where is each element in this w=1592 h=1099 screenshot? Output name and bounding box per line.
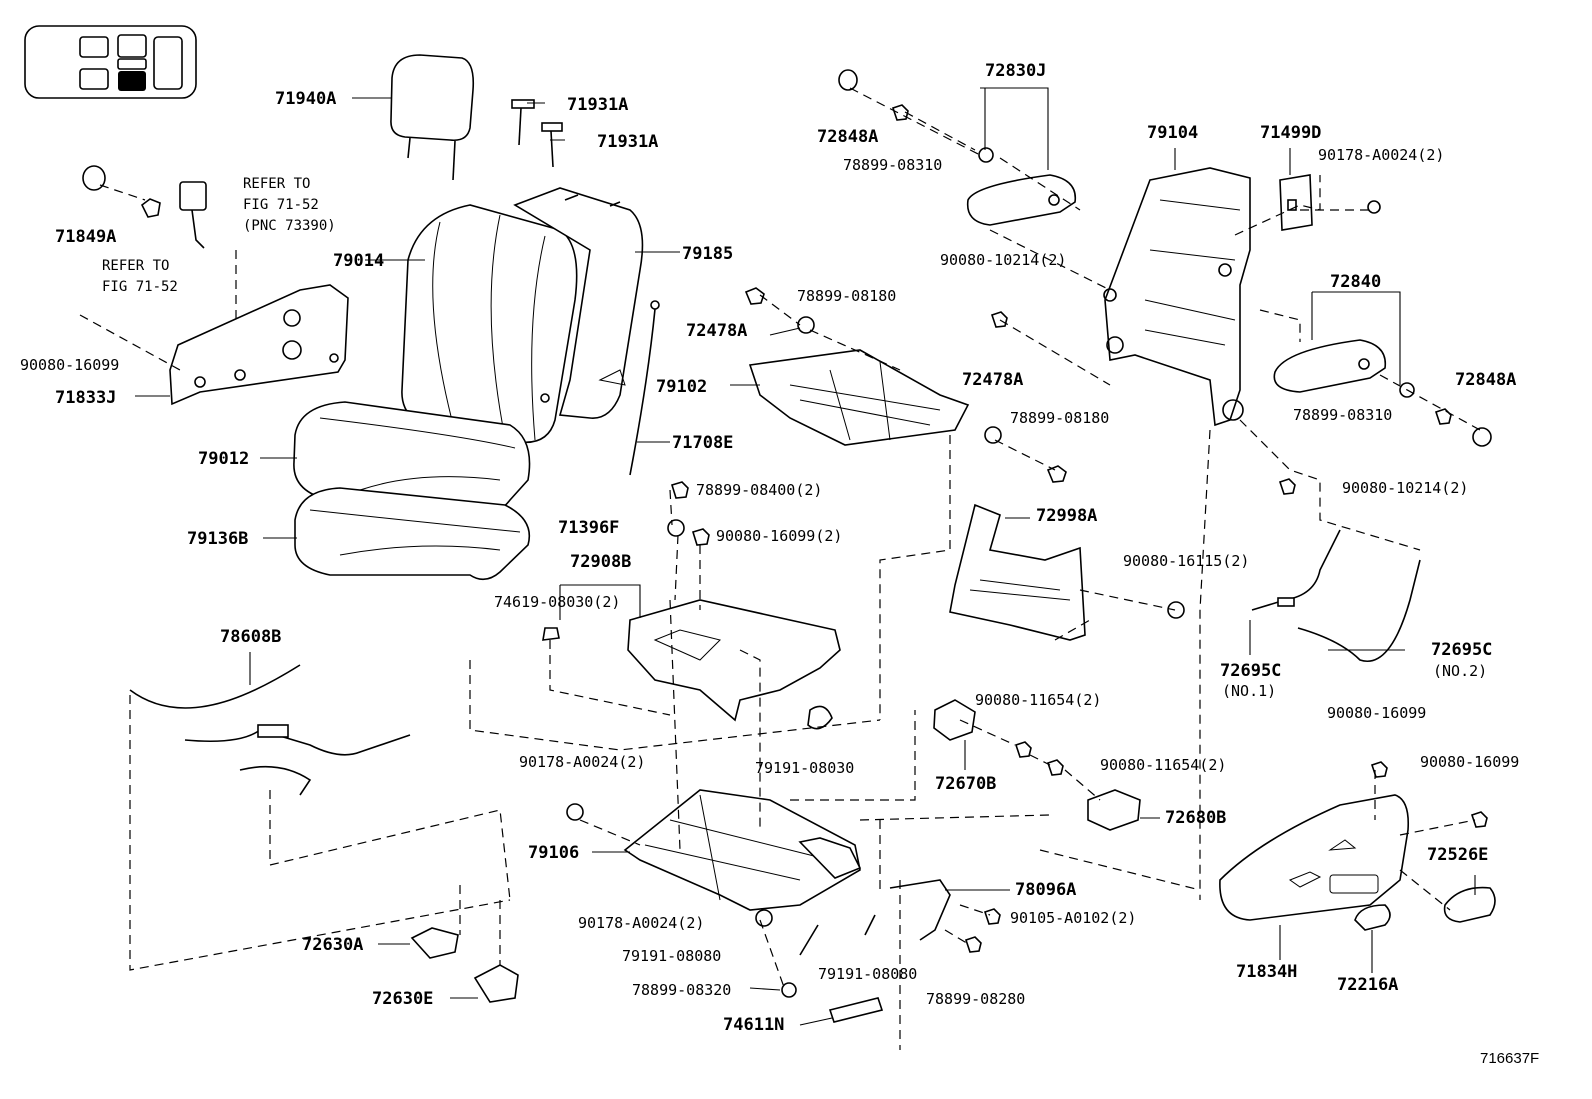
cushion-frame-drawing bbox=[748, 349, 970, 446]
part-label: 72848A bbox=[1455, 370, 1516, 390]
note-text: FIG 71-52 bbox=[243, 197, 319, 213]
rod-drawing bbox=[629, 300, 660, 476]
part-label: 90080-16099(2) bbox=[716, 527, 842, 545]
part-label: 71833J bbox=[55, 388, 116, 408]
part-label: 72695C bbox=[1431, 640, 1492, 660]
part-label: 71931A bbox=[597, 132, 658, 152]
headrest-support-drawing bbox=[511, 99, 563, 168]
part-label: 90178-A0024(2) bbox=[578, 914, 704, 932]
part-label: 71396F bbox=[558, 518, 619, 538]
bracket-drawing bbox=[1279, 174, 1381, 231]
cap-drawing bbox=[82, 165, 161, 218]
part-label: 72216A bbox=[1337, 975, 1398, 995]
part-label: 90178-A0024(2) bbox=[1318, 146, 1444, 164]
part-label: 71499D bbox=[1260, 123, 1321, 143]
armrest-drawing bbox=[990, 311, 1492, 495]
bracket-drawing bbox=[410, 927, 519, 1003]
part-label: 78899-08180 bbox=[797, 287, 896, 305]
knob-drawing bbox=[1354, 761, 1496, 931]
part-label: 72670B bbox=[935, 774, 996, 794]
leader-lines bbox=[135, 87, 1476, 1026]
seatback-cover-drawing bbox=[401, 204, 578, 444]
part-label: 79104 bbox=[1147, 123, 1198, 143]
part-label: 72680B bbox=[1165, 808, 1226, 828]
seat-cushion-cover-drawing bbox=[293, 401, 531, 517]
part-label: 90080-11654(2) bbox=[1100, 756, 1226, 774]
part-label: 72840 bbox=[1330, 272, 1381, 292]
part-label: 71940A bbox=[275, 89, 336, 109]
spring-drawing bbox=[799, 705, 876, 956]
part-label: 71849A bbox=[55, 227, 116, 247]
part-label: 74611N bbox=[723, 1015, 784, 1035]
part-label: 90080-16099 bbox=[20, 356, 119, 374]
part-label: 90080-16099 bbox=[1327, 704, 1426, 722]
part-label: 79014 bbox=[333, 251, 384, 271]
seatback-frame-drawing bbox=[1103, 167, 1251, 427]
part-label: 90178-A0024(2) bbox=[519, 753, 645, 771]
part-label: 78899-08180 bbox=[1010, 409, 1109, 427]
part-label: 78608B bbox=[220, 627, 281, 647]
side-shield-drawing bbox=[169, 284, 349, 406]
part-label: 90080-10214(2) bbox=[1342, 479, 1468, 497]
part-label: 71931A bbox=[567, 95, 628, 115]
seat-locator-icon bbox=[24, 25, 197, 99]
seat-adjuster-drawing bbox=[566, 789, 862, 927]
part-label: (NO.2) bbox=[1433, 662, 1487, 680]
figure-id: 716637F bbox=[1480, 1050, 1539, 1067]
part-label: 79191-08080 bbox=[818, 965, 917, 983]
cable-drawing bbox=[129, 664, 411, 796]
part-label: 72908B bbox=[570, 552, 631, 572]
seat-cushion-pad-drawing bbox=[294, 487, 530, 581]
part-label: 74619-08030(2) bbox=[494, 593, 620, 611]
part-label: 79136B bbox=[187, 529, 248, 549]
part-label: 90080-16115(2) bbox=[1123, 552, 1249, 570]
part-label: 72526E bbox=[1427, 845, 1488, 865]
part-label: 79102 bbox=[656, 377, 707, 397]
part-label: 90105-A0102(2) bbox=[1010, 909, 1136, 927]
part-label: 72630A bbox=[302, 935, 363, 955]
part-label: 79191-08030 bbox=[755, 759, 854, 777]
headrest-drawing bbox=[390, 54, 475, 181]
part-label: 78899-08280 bbox=[926, 990, 1025, 1008]
bracket-drawing bbox=[933, 699, 1141, 831]
part-label: 79191-08080 bbox=[622, 947, 721, 965]
part-label: 71834H bbox=[1236, 962, 1297, 982]
seatback-pad-drawing bbox=[513, 187, 644, 419]
side-shield-drawing bbox=[1219, 794, 1410, 921]
seat-frame-lower-drawing bbox=[627, 599, 841, 722]
bolt-drawing bbox=[1167, 601, 1185, 619]
part-label: 78899-08310 bbox=[843, 156, 942, 174]
part-label: 79012 bbox=[198, 449, 249, 469]
part-label: 72695C bbox=[1220, 661, 1281, 681]
note-text: FIG 71-52 bbox=[102, 279, 178, 295]
note-text: REFER TO bbox=[102, 258, 169, 274]
part-label: 78899-08320 bbox=[632, 981, 731, 999]
seat-belt-buckle-drawing bbox=[179, 181, 207, 249]
note-text: REFER TO bbox=[243, 176, 310, 192]
part-label: 90080-11654(2) bbox=[975, 691, 1101, 709]
part-label: 72630E bbox=[372, 989, 433, 1009]
seat-cover-panel-drawing bbox=[949, 503, 1086, 641]
part-label: 71708E bbox=[672, 433, 733, 453]
part-label: 72478A bbox=[686, 321, 747, 341]
part-label: 79106 bbox=[528, 843, 579, 863]
lever-drawing bbox=[889, 879, 1001, 953]
note-text: (PNC 73390) bbox=[243, 218, 336, 234]
part-label: 78899-08400(2) bbox=[696, 481, 822, 499]
part-label: 79185 bbox=[682, 244, 733, 264]
part-label: 72848A bbox=[817, 127, 878, 147]
part-label: (NO.1) bbox=[1222, 682, 1276, 700]
part-label: 90080-10214(2) bbox=[940, 251, 1066, 269]
cable-drawing bbox=[1251, 529, 1421, 662]
bar-drawing bbox=[781, 982, 884, 1023]
armrest-drawing bbox=[838, 69, 1077, 226]
part-label: 72998A bbox=[1036, 506, 1097, 526]
part-label: 78096A bbox=[1015, 880, 1076, 900]
assembly-lines bbox=[79, 87, 1481, 1050]
part-label: 72478A bbox=[962, 370, 1023, 390]
part-label: 72830J bbox=[985, 61, 1046, 81]
part-label: 90080-16099 bbox=[1420, 753, 1519, 771]
part-label: 78899-08310 bbox=[1293, 406, 1392, 424]
